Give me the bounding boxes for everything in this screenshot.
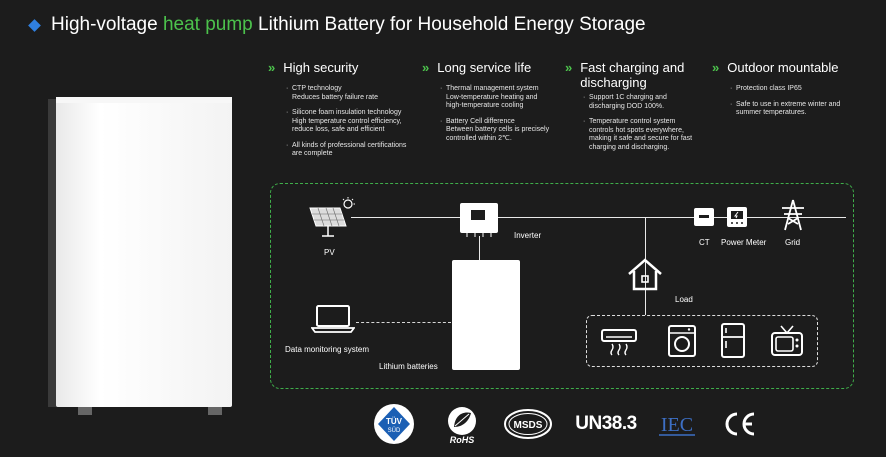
ct-icon: [694, 208, 714, 226]
connection-line: [351, 217, 846, 218]
solar-panel-icon: [309, 197, 355, 237]
ct-label: CT: [699, 238, 710, 247]
tuv-sud-logo: TÜV SÜD: [372, 403, 416, 445]
battery-top-edge: [56, 97, 232, 103]
lithium-battery-icon: [452, 260, 520, 370]
svg-text:RoHS: RoHS: [450, 435, 475, 445]
refrigerator-icon: [721, 323, 745, 358]
chevron-right-icon: »: [712, 60, 720, 75]
msds-logo: MSDS: [503, 403, 553, 445]
svg-text:IEC: IEC: [661, 414, 693, 436]
svg-text:TÜV: TÜV: [386, 417, 403, 426]
laptop-icon: [311, 305, 355, 333]
iec-logo: IEC: [657, 403, 697, 445]
data-link-line: [356, 322, 451, 323]
feature-item: Thermal management system Low-temperatur…: [440, 85, 572, 111]
feature-fast-charging: » Fast charging and discharging Support 1…: [565, 60, 715, 159]
lithium-batteries-label: Lithium batteries: [379, 362, 438, 371]
title-part1: High-voltage: [51, 14, 163, 35]
battery-product-image: [48, 97, 238, 415]
battery-foot: [78, 407, 92, 415]
inverter-label: Inverter: [514, 231, 542, 240]
power-meter-label: Power Meter: [721, 238, 767, 247]
air-conditioner-icon: [601, 329, 637, 356]
chevron-right-icon: »: [565, 60, 573, 75]
title-part2: Lithium Battery for Household Energy Sto…: [252, 14, 646, 35]
title-highlight: heat pump: [162, 14, 253, 35]
feature-heading: Fast charging and discharging: [580, 60, 685, 90]
feature-item: Battery Cell difference Between battery …: [440, 118, 572, 144]
diamond-bullet-icon: [28, 18, 41, 32]
feature-item: Protection class IP65: [730, 85, 862, 94]
chevron-right-icon: »: [268, 60, 276, 75]
pv-label: PV: [324, 248, 335, 257]
feature-heading: High security: [283, 60, 359, 75]
connection-line: [645, 217, 646, 315]
chevron-right-icon: »: [422, 60, 430, 75]
feature-outdoor-mountable: » Outdoor mountable Protection class IP65…: [712, 60, 862, 125]
feature-item: Safe to use in extreme winter and summer…: [730, 101, 862, 118]
feature-item: CTP technology Reduces battery failure r…: [286, 85, 418, 102]
inverter-icon: [460, 203, 498, 237]
power-meter-icon: [727, 207, 747, 227]
feature-item: Support 1C charging and discharging DOD …: [583, 94, 715, 111]
svg-text:MSDS: MSDS: [514, 420, 543, 431]
grid-tower-icon: [782, 199, 804, 231]
load-appliances-group: [586, 315, 818, 367]
house-icon: [628, 258, 662, 291]
rohs-logo: RoHS: [437, 403, 487, 445]
grid-label: Grid: [785, 238, 801, 247]
washing-machine-icon: [668, 325, 696, 357]
svg-text:SÜD: SÜD: [388, 427, 401, 434]
feature-heading: Outdoor mountable: [727, 60, 839, 75]
feature-heading: Long service life: [437, 60, 532, 75]
un38-3-text: UN38.3: [575, 413, 637, 434]
feature-high-security: » High security CTP technology Reduces ba…: [268, 60, 418, 166]
ce-logo: [719, 403, 759, 445]
battery-foot: [208, 407, 222, 415]
feature-item: Silicone foam insulation technology High…: [286, 109, 418, 135]
feature-item: Temperature control system controls hot …: [583, 118, 715, 152]
battery-front-panel: [56, 97, 232, 407]
feature-long-service-life: » Long service life Thermal management sy…: [422, 60, 572, 150]
data-monitoring-label: Data monitoring system: [285, 345, 370, 354]
connection-line: [479, 236, 480, 260]
system-diagram: PV Inverter Lithium batteries Data monit…: [270, 183, 854, 389]
television-icon: [771, 325, 803, 356]
load-label: Load: [675, 295, 693, 304]
feature-item: All kinds of professional certifications…: [286, 142, 418, 159]
un38-3-logo: UN38.3: [573, 403, 639, 445]
page-title: High-voltage heat pump Lithium Battery f…: [28, 14, 646, 36]
